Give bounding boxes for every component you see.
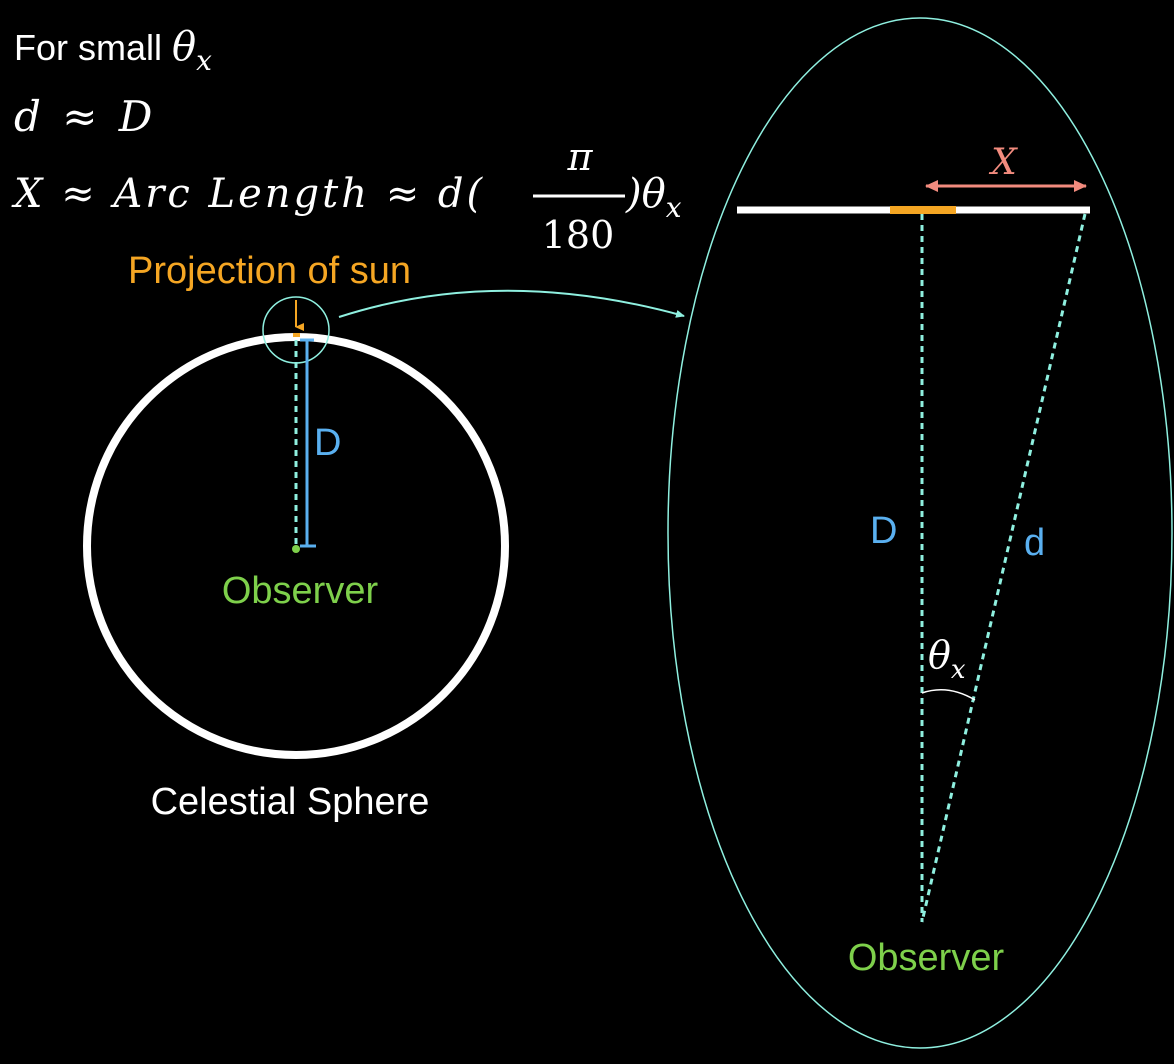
d-label-right: d <box>1024 522 1045 564</box>
sun-projection-mark <box>293 333 300 337</box>
d-dashed-line <box>920 213 1087 923</box>
distance-D-label: D <box>314 422 341 464</box>
formula-180: 180 <box>542 213 615 257</box>
D-label-right: D <box>870 510 897 552</box>
formula-line-3-left: X ≈ Arc Length ≈ d( <box>11 171 485 217</box>
observer-dot <box>292 545 300 553</box>
zoom-arrow <box>338 289 685 318</box>
observer-label-right: Observer <box>848 937 1005 979</box>
formula-line-2: d ≈ D <box>14 92 156 141</box>
sun-segment <box>890 206 956 214</box>
x-label: X <box>988 142 1018 183</box>
theta-label: θx <box>928 633 966 685</box>
theta-subscript: x <box>951 655 966 685</box>
formula-line-3-subscript: x <box>666 191 682 224</box>
formula-line-1-text: For small <box>14 27 172 68</box>
formula-line-1-theta: θ <box>172 24 196 70</box>
formula-line-3-right-text: )θ <box>625 171 666 217</box>
formula-line-1-subscript: x <box>196 44 212 77</box>
observer-label-left: Observer <box>222 570 379 612</box>
formula-line-3-right: )θx <box>625 171 682 224</box>
sphere-label: Celestial Sphere <box>151 781 430 823</box>
formula-line-1: For small θx <box>14 24 212 77</box>
theta-arc <box>921 689 976 701</box>
projection-label: Projection of sun <box>128 250 411 292</box>
theta-symbol: θ <box>928 633 951 677</box>
zoom-ellipse <box>667 17 1173 1049</box>
formula-pi: π <box>567 135 594 179</box>
